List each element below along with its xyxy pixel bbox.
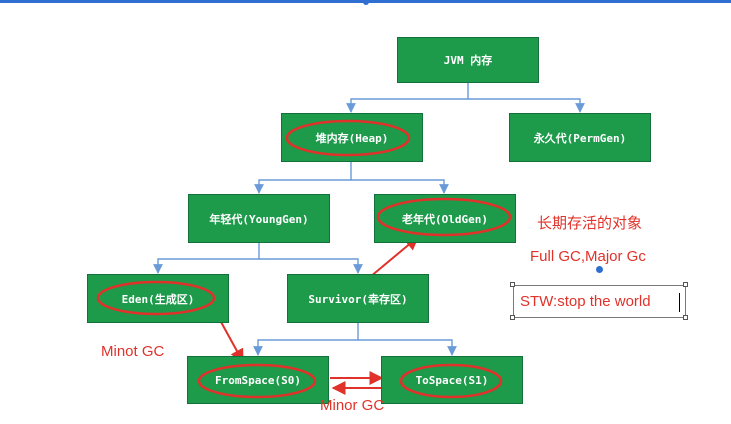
highlight-ellipse-oldgen bbox=[376, 197, 512, 237]
node-permgen: 永久代(PermGen) bbox=[509, 113, 651, 162]
top-accent-marker bbox=[363, 0, 369, 5]
connector-heap-young bbox=[254, 162, 352, 194]
connector-young-eden bbox=[153, 243, 260, 274]
annotation-long-lived-objects: 长期存活的对象 bbox=[537, 215, 643, 232]
connector-jvm-heap bbox=[346, 83, 469, 113]
node-survivor: Survivor(幸存区) bbox=[287, 274, 429, 323]
connector-survivor-from bbox=[253, 323, 359, 356]
stw-text-box[interactable]: STW:stop the world bbox=[513, 285, 686, 318]
resize-handle-bottom-left[interactable] bbox=[510, 315, 515, 320]
highlight-ellipse-fromspace bbox=[197, 363, 317, 399]
highlight-ellipse-eden bbox=[96, 280, 216, 316]
arrow-survivor-to-old bbox=[369, 236, 420, 278]
resize-handle-top-right[interactable] bbox=[683, 282, 688, 287]
annotation-minot-gc: Minot GC bbox=[101, 343, 165, 360]
selection-rotate-handle[interactable] bbox=[596, 266, 603, 273]
highlight-ellipse-tospace bbox=[399, 363, 503, 399]
node-jvm-memory: JVM 内存 bbox=[397, 37, 539, 83]
node-fromspace: FromSpace(S0) bbox=[187, 356, 329, 404]
tree-connectors bbox=[153, 83, 585, 356]
highlight-ellipse-heap bbox=[285, 119, 411, 157]
connector-survivor-to bbox=[358, 339, 457, 356]
resize-handle-bottom-right[interactable] bbox=[683, 315, 688, 320]
stw-text: STW:stop the world bbox=[520, 293, 651, 310]
annotation-full-gc: Full GC,Major Gc bbox=[530, 248, 646, 265]
node-younggen: 年轻代(YoungGen) bbox=[188, 194, 330, 243]
connector-heap-old bbox=[351, 179, 449, 194]
connector-young-survivor bbox=[259, 258, 363, 274]
annotation-minor-gc: Minor GC bbox=[320, 397, 385, 414]
text-caret bbox=[679, 293, 680, 312]
resize-handle-top-left[interactable] bbox=[510, 282, 515, 287]
connector-jvm-perm bbox=[468, 98, 585, 113]
